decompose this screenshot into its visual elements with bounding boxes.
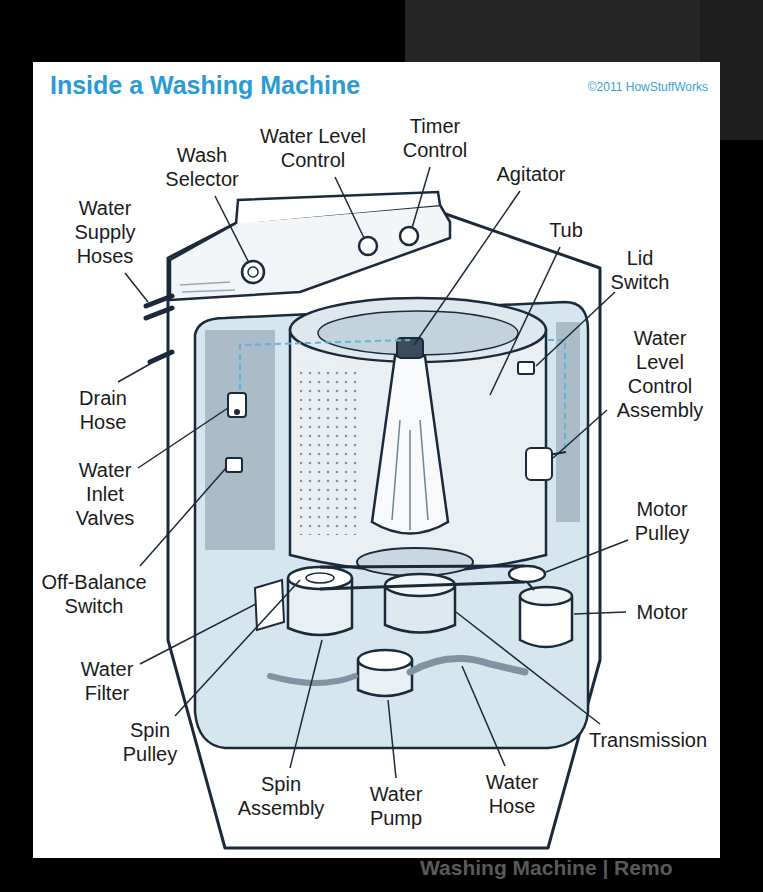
part-label: Water Inlet Valves (68, 458, 143, 530)
part-label: Drain Hose (68, 386, 138, 434)
part-label: Lid Switch (600, 246, 680, 294)
part-label: Agitator (481, 162, 581, 186)
copyright-note: ©2011 HowStuffWorks (500, 80, 708, 94)
part-label: Motor (622, 600, 702, 624)
part-label: Timer Control (395, 114, 475, 162)
part-label: Water Pump (356, 782, 436, 830)
part-label: Water Filter (67, 657, 147, 705)
part-label: Wash Selector (152, 143, 252, 191)
diagram-title: Inside a Washing Machine (50, 70, 360, 100)
part-label: Motor Pulley (622, 497, 702, 545)
part-label: Water Supply Hoses (65, 196, 145, 268)
part-label: Tub (541, 218, 591, 242)
part-label: Spin Pulley (110, 718, 190, 766)
part-label: Off-Balance Switch (32, 570, 157, 618)
part-label: Spin Assembly (231, 772, 331, 820)
part-label: Water Level Control Assembly (610, 326, 710, 422)
part-label: Water Level Control (253, 124, 373, 172)
watermark: Washing Machine | Remo (420, 855, 720, 880)
part-label: Water Hose (472, 770, 552, 818)
part-label: Transmission (578, 728, 718, 752)
